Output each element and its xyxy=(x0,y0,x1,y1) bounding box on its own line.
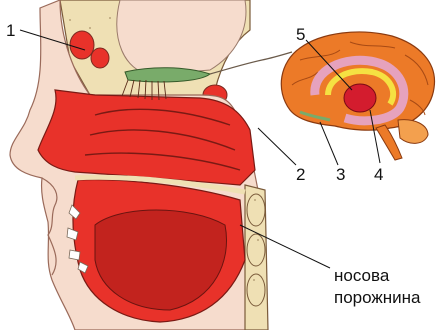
brain-hemisphere xyxy=(281,32,434,130)
upper-brain xyxy=(117,0,246,75)
label-5: 5 xyxy=(296,26,305,43)
cerebellum xyxy=(398,120,428,144)
label-2: 2 xyxy=(296,166,305,183)
caption-line-1: носова xyxy=(334,266,389,286)
brain-inset xyxy=(281,32,434,160)
label-4: 4 xyxy=(374,166,383,183)
deep-core xyxy=(344,84,376,112)
caption-line-2: порожнина xyxy=(334,288,420,308)
brain-stem xyxy=(376,125,402,160)
spine xyxy=(245,185,268,330)
label-3: 3 xyxy=(336,166,345,183)
label-1: 1 xyxy=(6,22,15,39)
nasal-cavity-tissue xyxy=(38,90,255,185)
